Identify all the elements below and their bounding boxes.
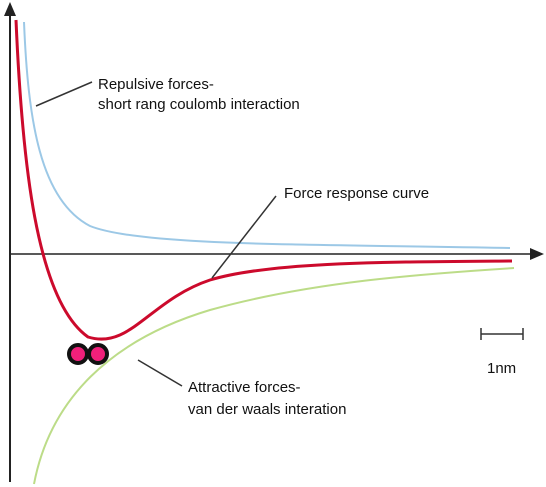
scale-label: 1nm bbox=[487, 360, 516, 377]
y-axis-arrowhead bbox=[4, 2, 16, 16]
scale-bar bbox=[480, 328, 524, 340]
attractive-leader-line bbox=[137, 359, 183, 387]
attractive-force-curve bbox=[33, 267, 515, 485]
response-label: Force response curve bbox=[284, 185, 429, 202]
x-axis-arrowhead bbox=[530, 248, 544, 260]
repulsive-force-curve bbox=[23, 21, 511, 249]
attractive-label-line2: van der waals interation bbox=[188, 401, 346, 418]
repulsive-label-line2: short rang coulomb interaction bbox=[98, 96, 300, 113]
repulsive-leader-line bbox=[35, 81, 93, 107]
atom-left bbox=[67, 343, 89, 365]
atom-right bbox=[87, 343, 109, 365]
response-leader-line bbox=[211, 195, 277, 279]
attractive-label-line1: Attractive forces- bbox=[188, 379, 301, 396]
force-response-curve bbox=[14, 19, 513, 341]
repulsive-label-line1: Repulsive forces- bbox=[98, 76, 214, 93]
